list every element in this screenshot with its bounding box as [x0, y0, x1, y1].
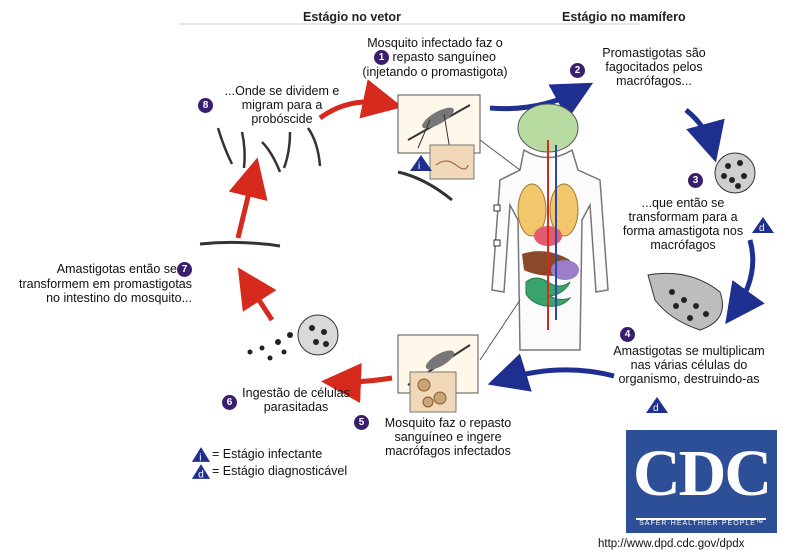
dividing-promastigotes-illustration	[218, 128, 320, 172]
elongated-promastigote-illustration	[200, 242, 280, 246]
step-1-text: Mosquito infectado faz o 1 repasto sangu…	[340, 36, 530, 79]
svg-text:d: d	[198, 470, 204, 480]
arrow-2-to-3	[686, 110, 712, 148]
step-3-line-1: ...que então se	[608, 196, 758, 210]
step-1-line-1: Mosquito infectado faz o	[340, 36, 530, 50]
step-4-line-2: nas várias células do	[594, 358, 784, 372]
step-2-text: Promastigotas são fagocitados pelos macr…	[584, 46, 724, 88]
arrow-5-to-6	[336, 378, 392, 382]
step-3-text: ...que então se transformam para a forma…	[608, 196, 758, 252]
step-1-badge: 1	[374, 50, 389, 65]
step-6-badge-wrap: 6	[222, 394, 237, 412]
step-5-line-1: Mosquito faz o repasto	[368, 416, 528, 430]
header-vector-stage: Estágio no vetor	[303, 10, 401, 24]
legend-diagnostic: d = Estágio diagnosticável	[190, 463, 347, 480]
step-7-line-1: Amastigotas então se	[57, 262, 177, 276]
step-8-badge-wrap: 8	[198, 97, 213, 115]
mosquito-feeding-illustration-bottom	[398, 335, 478, 412]
step-8-badge: 8	[198, 98, 213, 113]
step-1-line-2: repasto sanguíneo	[392, 50, 496, 64]
header-mammal-stage: Estágio no mamífero	[562, 10, 686, 24]
step-2-badge-wrap: 2	[570, 62, 585, 80]
step-1-line-3: (injetando o promastigota)	[340, 65, 530, 79]
legend-diagnostic-label: = Estágio diagnosticável	[212, 464, 347, 478]
step-4-line-3: organismo, destruindo-as	[594, 372, 784, 386]
cdc-logo: CDC SAFER·HEALTHIER·PEOPLE™	[626, 430, 777, 533]
step-6-line-1: Ingestão de células	[236, 386, 356, 400]
svg-text:d: d	[759, 223, 765, 234]
diagnostic-legend-icon: d	[190, 463, 212, 480]
step-8-line-3: probóscide	[212, 112, 352, 126]
step-8-line-2: migram para a	[212, 98, 352, 112]
step-7-line-3: no intestino do mosquito...	[14, 291, 192, 305]
arrow-7-to-8	[238, 172, 254, 238]
macrophage-cell-illustration	[715, 153, 755, 193]
legend-infective-label: = Estágio infectante	[212, 447, 322, 461]
step-5-badge: 5	[354, 415, 369, 430]
step-7-badge: 7	[177, 262, 192, 277]
diagnostic-stage-marker-4: d	[646, 397, 668, 414]
step-3-badge-wrap: 3	[688, 172, 703, 190]
step-4-line-1: Amastigotas se multiplicam	[594, 344, 784, 358]
step-7-line-2: transformem em promastigotas	[14, 277, 192, 291]
svg-text:i: i	[199, 453, 201, 463]
source-url: http://www.dpd.cdc.gov/dpdx	[598, 538, 744, 550]
step-8-line-1: ...Onde se dividem e	[212, 84, 352, 98]
step-5-badge-wrap: 5	[354, 414, 369, 432]
step-3-line-4: macrófagos	[608, 238, 758, 252]
step-6-badge: 6	[222, 395, 237, 410]
step-2-line-3: macrófagos...	[584, 74, 724, 88]
mosquito-feeding-illustration-top	[398, 95, 480, 179]
step-4-text: Amastigotas se multiplicam nas várias cé…	[594, 344, 784, 386]
step-3-badge: 3	[688, 173, 703, 188]
step-3-line-3: forma amastigota nos	[608, 224, 758, 238]
infective-stage-marker-1: i	[410, 155, 432, 172]
human-body-illustration	[480, 104, 608, 360]
step-2-line-2: fagocitados pelos	[584, 60, 724, 74]
step-6-line-2: parasitadas	[236, 400, 356, 414]
svg-text:d: d	[653, 403, 659, 414]
step-3-line-2: transformam para a	[608, 210, 758, 224]
infected-cells-illustration	[648, 273, 723, 330]
step-5-line-3: macrófagos infectados	[368, 444, 528, 458]
step-4-badge-wrap: 4	[620, 326, 635, 344]
step-6-text: Ingestão de células parasitadas	[236, 386, 356, 414]
step-2-line-1: Promastigotas são	[584, 46, 724, 60]
cdc-logo-tagline: SAFER·HEALTHIER·PEOPLE™	[626, 520, 777, 527]
arrow-6-to-7	[246, 280, 272, 320]
svg-text:i: i	[418, 161, 420, 172]
step-1-line-2-row: 1 repasto sanguíneo	[340, 50, 530, 65]
step-2-badge: 2	[570, 63, 585, 78]
cdc-logo-text: CDC	[626, 432, 777, 516]
parasitized-cells-illustration	[248, 315, 339, 361]
step-5-text: Mosquito faz o repasto sanguíneo e inger…	[368, 416, 528, 458]
step-8-text: ...Onde se dividem e migram para a probó…	[212, 84, 352, 126]
step-4-badge: 4	[620, 327, 635, 342]
infective-legend-icon: i	[190, 446, 212, 463]
legend-infective: i = Estágio infectante	[190, 446, 322, 463]
step-5-line-2: sanguíneo e ingere	[368, 430, 528, 444]
